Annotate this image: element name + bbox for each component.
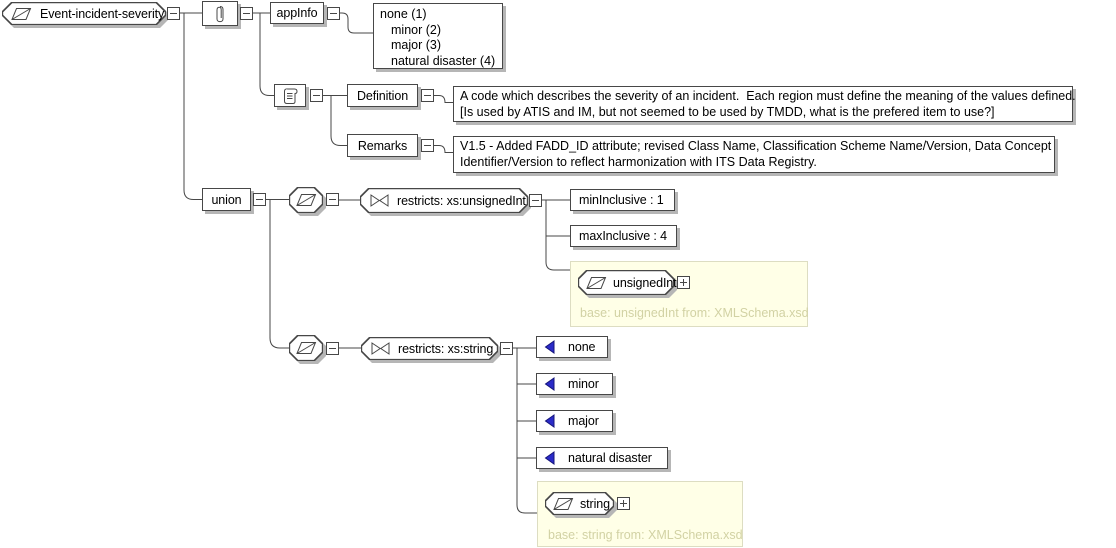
- collapse-toggle-documentation[interactable]: [310, 89, 323, 102]
- restriction-label: restricts: xs:unsignedInt: [397, 193, 526, 208]
- enum-label: major: [568, 414, 599, 428]
- definition-node[interactable]: Definition: [347, 84, 418, 107]
- enum-natural-disaster[interactable]: natural disaster: [536, 447, 668, 469]
- simple-type-icon: [552, 497, 574, 511]
- collapse-toggle-definition[interactable]: [421, 89, 434, 102]
- simple-type-icon: [585, 276, 607, 290]
- remarks-node[interactable]: Remarks: [347, 134, 418, 157]
- definition-text: A code which describes the severity of a…: [453, 86, 1076, 122]
- collapse-toggle-union[interactable]: [253, 193, 266, 206]
- facet-mininclusive[interactable]: minInclusive : 1: [570, 189, 675, 211]
- documentation-node[interactable]: [274, 84, 306, 107]
- expand-toggle-string-base[interactable]: [617, 497, 630, 510]
- enum-arrow-icon: [543, 339, 556, 355]
- collapse-toggle-annotation[interactable]: [240, 7, 253, 20]
- facet-label: maxInclusive : 4: [579, 229, 668, 243]
- scroll-icon: [280, 86, 300, 106]
- collapse-toggle-remarks[interactable]: [421, 139, 434, 152]
- simple-type-icon: [10, 7, 32, 21]
- string-restriction-node[interactable]: restricts: xs:string: [361, 337, 498, 360]
- definition-text-line: [Is used by ATIS and IM, but not seemed …: [460, 104, 995, 119]
- enum-arrow-icon: [543, 450, 556, 466]
- unsignedint-restriction-node[interactable]: restricts: xs:unsignedInt: [360, 188, 528, 213]
- definition-text-line: A code which describes the severity of a…: [460, 89, 1076, 103]
- union-member-simpletype-node[interactable]: [289, 335, 323, 361]
- enum-label: none: [568, 340, 596, 354]
- collapse-toggle-appinfo[interactable]: [327, 7, 340, 20]
- restriction-label: restricts: xs:string: [398, 341, 494, 356]
- union-label: union: [211, 192, 242, 207]
- base-type-label: string: [580, 496, 610, 511]
- union-member-simpletype-node[interactable]: [289, 187, 323, 213]
- facet-maxinclusive[interactable]: maxInclusive : 4: [570, 225, 677, 247]
- string-base-node[interactable]: string: [545, 492, 614, 515]
- remarks-text-line: V1.5 - Added FADD_ID attribute; revised …: [460, 139, 1052, 153]
- appinfo-item: natural disaster (4): [391, 53, 496, 68]
- appinfo-item: none (1): [380, 7, 427, 21]
- string-base-caption: base: string from: XMLSchema.xsd: [548, 528, 743, 542]
- appinfo-item: major (3): [391, 38, 442, 52]
- remarks-label: Remarks: [357, 138, 408, 153]
- collapse-toggle-unsignedint-restriction[interactable]: [529, 194, 542, 207]
- collapse-toggle-root[interactable]: [167, 7, 180, 20]
- root-element-label: Event-incident-severity: [40, 6, 165, 21]
- appinfo-label: appInfo: [276, 6, 318, 20]
- collapse-toggle-string-restriction[interactable]: [500, 342, 513, 355]
- appinfo-node[interactable]: appInfo: [270, 2, 324, 24]
- unsignedint-base-node[interactable]: unsignedInt: [578, 270, 674, 295]
- enum-arrow-icon: [543, 413, 556, 429]
- facet-label: minInclusive : 1: [579, 193, 664, 207]
- enum-major[interactable]: major: [536, 410, 613, 432]
- root-simpletype-node[interactable]: Event-incident-severity: [2, 2, 166, 25]
- union-node[interactable]: union: [202, 188, 251, 211]
- appinfo-content: none (1) minor (2) major (3) natural dis…: [373, 3, 503, 69]
- restriction-icon: [369, 340, 392, 357]
- simple-type-icon: [295, 341, 317, 355]
- unsignedint-base-caption: base: unsignedInt from: XMLSchema.xsd: [580, 306, 809, 320]
- collapse-toggle-member2[interactable]: [326, 342, 339, 355]
- enum-arrow-icon: [543, 376, 556, 392]
- enum-label: natural disaster: [568, 451, 652, 465]
- appinfo-item: minor (2): [391, 22, 442, 37]
- remarks-text-line: Identifier/Version to reflect harmonizat…: [460, 154, 817, 169]
- simple-type-icon: [295, 193, 317, 207]
- enum-minor[interactable]: minor: [536, 373, 613, 395]
- annotation-node[interactable]: [202, 1, 238, 26]
- enum-label: minor: [568, 377, 599, 391]
- remarks-text: V1.5 - Added FADD_ID attribute; revised …: [453, 136, 1055, 173]
- collapse-toggle-member1[interactable]: [326, 193, 339, 206]
- restriction-icon: [368, 192, 391, 209]
- enum-none[interactable]: none: [536, 336, 608, 358]
- expand-toggle-unsignedint-base[interactable]: [677, 276, 690, 289]
- paperclip-icon: [212, 3, 228, 25]
- base-type-label: unsignedInt: [613, 275, 677, 290]
- definition-label: Definition: [356, 88, 409, 103]
